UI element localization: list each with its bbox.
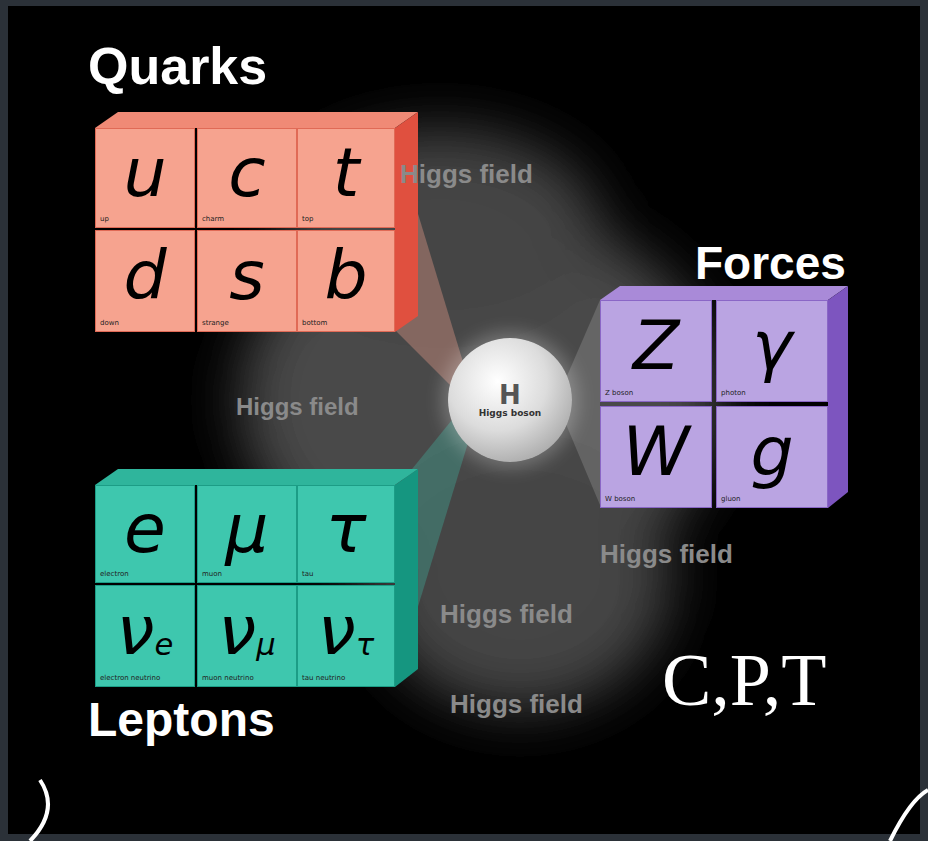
lepton-top-face [95,469,418,485]
particle-cube: ttop [297,128,395,228]
particle-name: tau [298,571,394,582]
particle-name: charm [198,216,296,227]
lepton-side-face [395,469,418,687]
particle-symbol: e [96,486,194,571]
higgs-sphere: HHiggs boson [448,338,572,462]
particle-name: strange [198,320,296,331]
symmetry-label: C,P,T [662,640,827,721]
symbol-base: ν [218,597,256,665]
quark-top-face [95,112,418,128]
particle-symbol: c [198,129,296,216]
watermark: Higgs field [236,394,359,420]
particle-cube: uup [95,128,195,228]
particle-symbol: τ [298,486,394,571]
black-panel [8,6,920,834]
particle-symbol: H [499,381,521,410]
particle-cube: bbottom [297,230,395,332]
particle-symbol: γ [717,301,827,390]
force-side-face [828,286,848,508]
particle-symbol: b [298,231,394,320]
particle-symbol: W [601,407,711,496]
particle-name: muon [198,571,296,582]
particle-name: Z boson [601,390,711,401]
particle-cube: μmuon [197,485,297,583]
watermark: Higgs field [440,600,573,629]
particle-name: electron neutrino [96,675,194,686]
particle-symbol: g [717,407,827,496]
particle-cube: τtau [297,485,395,583]
group-title: Leptons [88,694,275,747]
particle-symbol: u [96,129,194,216]
particle-name: up [96,216,194,227]
particle-cube: ddown [95,230,195,332]
particle-cube: ντtau neutrino [297,585,395,687]
frame-curve [30,780,48,841]
symbol-subscript: τ [356,630,374,661]
particle-cube: sstrange [197,230,297,332]
particle-symbol: ντ [298,586,394,675]
symbol-subscript: μ [256,630,275,661]
particle-cube: νeelectron neutrino [95,585,195,687]
particle-name: photon [717,390,827,401]
watermark: Higgs field [600,540,733,569]
particle-cube: ZZ boson [600,300,712,402]
particle-name: Higgs boson [479,409,542,419]
symbol-base: ν [117,597,155,665]
particle-name: top [298,216,394,227]
watermark: Higgs field [450,690,583,719]
particle-name: tau neutrino [298,675,394,686]
watermark: Higgs field [400,160,533,189]
frame-curve [890,790,928,841]
particle-cube: γphoton [716,300,828,402]
particle-name: bottom [298,320,394,331]
particle-name: electron [96,571,194,582]
particle-symbol: s [198,231,296,320]
group-title: Forces [695,238,846,289]
particle-symbol: νe [96,586,194,675]
particle-symbol: Z [601,301,711,390]
particle-symbol: νμ [198,586,296,675]
particle-name: W boson [601,496,711,507]
particle-symbol: μ [198,486,296,571]
particle-cube: νμmuon neutrino [197,585,297,687]
group-title: Quarks [88,38,267,95]
particle-symbol: d [96,231,194,320]
particle-name: down [96,320,194,331]
particle-cube: WW boson [600,406,712,508]
particle-cube: ggluon [716,406,828,508]
particle-name: muon neutrino [198,675,296,686]
particle-symbol: t [298,129,394,216]
quark-side-face [395,112,418,332]
particle-name: gluon [717,496,827,507]
symbol-subscript: e [155,630,174,661]
particle-cube: eelectron [95,485,195,583]
symbol-base: ν [318,597,356,665]
particle-cube: ccharm [197,128,297,228]
